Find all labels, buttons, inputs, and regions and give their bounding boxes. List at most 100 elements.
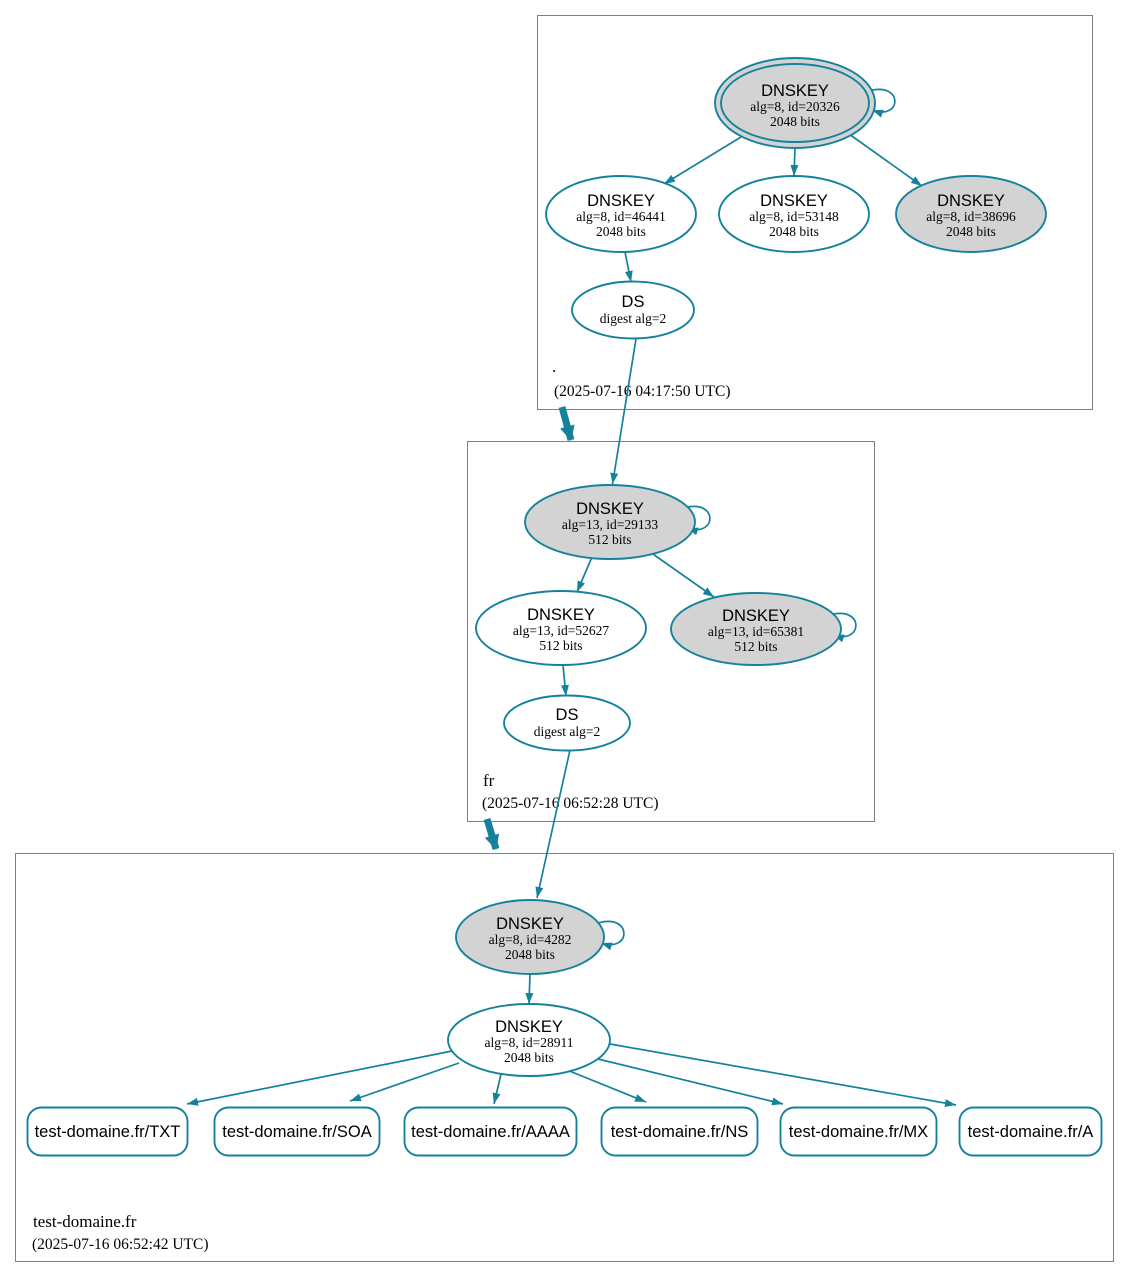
edge-root-ds-to-fr-ksk29133 bbox=[610, 338, 637, 485]
dnskey-zsk-28911-ellipse bbox=[447, 1003, 611, 1077]
node-rrset-aaaa: test-domaine.fr/AAAA bbox=[403, 1106, 578, 1157]
edge-ksk29133-self-sign bbox=[683, 505, 711, 536]
node-detail: alg=13, id=65381 bbox=[708, 624, 804, 639]
edge-zsk28911-to-mx bbox=[597, 1058, 784, 1106]
node-rrset-soa: test-domaine.fr/SOA bbox=[213, 1106, 381, 1157]
rrset-mx-box bbox=[779, 1106, 938, 1157]
node-title: DNSKEY bbox=[937, 192, 1005, 210]
edges-test-zone bbox=[186, 920, 957, 1108]
edge-ksk29133-to-zsk52627 bbox=[576, 556, 593, 593]
node-bits: 512 bits bbox=[734, 639, 777, 654]
node-detail: alg=8, id=28911 bbox=[485, 1035, 574, 1050]
node-bits: 512 bits bbox=[539, 638, 582, 653]
node-bits: 2048 bits bbox=[770, 114, 820, 129]
node-dnskey-28911: DNSKEY alg=8, id=28911 2048 bits bbox=[447, 1003, 611, 1077]
zone-name-root: . bbox=[552, 357, 556, 376]
rrset-aaaa-box bbox=[403, 1106, 578, 1157]
node-detail: alg=8, id=4282 bbox=[489, 932, 572, 947]
edge-fr-ds-to-test-ksk4282 bbox=[535, 749, 571, 899]
edge-zsk46441-to-ds bbox=[624, 251, 633, 283]
edge-ksk65381-self-sign bbox=[829, 612, 857, 643]
dnskey-ksk-4282-ellipse bbox=[455, 899, 605, 975]
zone-timestamp-test-domaine-fr: (2025-07-16 06:52:42 UTC) bbox=[32, 1236, 209, 1253]
node-bits: 2048 bits bbox=[596, 224, 646, 239]
rrset-txt-box bbox=[26, 1106, 189, 1157]
node-detail: alg=8, id=20326 bbox=[750, 99, 840, 114]
node-title: DNSKEY bbox=[495, 1018, 563, 1036]
rrset-label: test-domaine.fr/AAAA bbox=[411, 1123, 570, 1141]
edge-ksk4282-self-sign bbox=[597, 920, 625, 951]
edge-ksk20326-to-zsk53148 bbox=[790, 147, 799, 177]
node-rrset-txt: test-domaine.fr/TXT bbox=[26, 1106, 189, 1157]
node-dnskey-4282: DNSKEY alg=8, id=4282 2048 bits bbox=[455, 899, 605, 975]
node-ds-root: DS digest alg=2 bbox=[571, 280, 695, 340]
rrset-label: test-domaine.fr/SOA bbox=[222, 1123, 371, 1141]
dnskey-zsk-52627-ellipse bbox=[475, 590, 647, 666]
node-rrset-a: test-domaine.fr/A bbox=[958, 1106, 1103, 1157]
node-bits: 2048 bits bbox=[946, 224, 996, 239]
node-detail: digest alg=2 bbox=[534, 724, 600, 739]
node-dnskey-65381: DNSKEY alg=13, id=65381 512 bits bbox=[670, 592, 842, 666]
node-detail: alg=13, id=52627 bbox=[513, 623, 609, 638]
node-title: DS bbox=[556, 706, 579, 724]
edge-delegation-root-to-fr bbox=[558, 406, 575, 441]
edge-ksk4282-to-zsk28911 bbox=[525, 973, 534, 1005]
zone-name-test-domaine-fr: test-domaine.fr bbox=[33, 1212, 137, 1231]
node-bits: 2048 bits bbox=[505, 947, 555, 962]
node-title: DNSKEY bbox=[761, 82, 829, 100]
node-dnskey-52627: DNSKEY alg=13, id=52627 512 bits bbox=[475, 590, 647, 666]
rrset-label: test-domaine.fr/NS bbox=[611, 1123, 749, 1141]
node-dnskey-38696: DNSKEY alg=8, id=38696 2048 bits bbox=[895, 175, 1047, 253]
node-detail: alg=8, id=46441 bbox=[576, 209, 665, 224]
zone-name-fr: fr bbox=[483, 771, 495, 790]
node-detail: alg=13, id=29133 bbox=[562, 517, 658, 532]
node-dnskey-53148: DNSKEY alg=8, id=53148 2048 bits bbox=[718, 175, 870, 253]
node-bits: 2048 bits bbox=[769, 224, 819, 239]
edge-ksk29133-to-ksk65381 bbox=[649, 551, 715, 598]
edge-delegation-fr-to-test bbox=[483, 817, 500, 851]
node-detail: alg=8, id=38696 bbox=[926, 209, 1016, 224]
rrset-label: test-domaine.fr/TXT bbox=[35, 1123, 181, 1141]
node-title: DNSKEY bbox=[760, 192, 828, 210]
dnskey-zsk-46441-ellipse bbox=[545, 175, 697, 253]
node-title: DNSKEY bbox=[722, 607, 790, 625]
node-dnskey-46441: DNSKEY alg=8, id=46441 2048 bits bbox=[545, 175, 697, 253]
zone-timestamp-root: (2025-07-16 04:17:50 UTC) bbox=[554, 383, 731, 400]
ds-fr-ellipse bbox=[503, 694, 631, 752]
node-dnskey-20326: DNSKEY alg=8, id=20326 2048 bits bbox=[714, 57, 876, 149]
ds-root-ellipse bbox=[571, 280, 695, 340]
edges-fr-zone bbox=[483, 505, 857, 899]
dnskey-zsk-53148-ellipse bbox=[718, 175, 870, 253]
zone-timestamp-fr: (2025-07-16 06:52:28 UTC) bbox=[482, 795, 659, 812]
edge-zsk28911-to-txt bbox=[186, 1050, 453, 1106]
edge-zsk28911-to-aaaa bbox=[492, 1073, 502, 1105]
node-detail: alg=8, id=53148 bbox=[749, 209, 839, 224]
dnskey-ksk-29133-ellipse bbox=[524, 484, 696, 560]
dnskey-ksk-20326-inner-ellipse bbox=[720, 63, 870, 143]
edge-ksk20326-self-sign bbox=[868, 88, 896, 118]
zone-label-root: . (2025-07-16 04:17:50 UTC) bbox=[552, 357, 731, 400]
rrset-label: test-domaine.fr/MX bbox=[789, 1123, 928, 1141]
zone-label-test-domaine-fr: test-domaine.fr (2025-07-16 06:52:42 UTC… bbox=[32, 1212, 209, 1253]
rrset-a-box bbox=[958, 1106, 1103, 1157]
node-bits: 2048 bits bbox=[504, 1050, 554, 1065]
dnskey-ksk-65381-ellipse bbox=[670, 592, 842, 666]
node-detail: digest alg=2 bbox=[600, 311, 666, 326]
node-rrset-ns: test-domaine.fr/NS bbox=[600, 1106, 759, 1157]
node-title: DNSKEY bbox=[527, 606, 595, 624]
node-title: DNSKEY bbox=[576, 500, 644, 518]
zone-label-fr: fr (2025-07-16 06:52:28 UTC) bbox=[482, 771, 659, 812]
rrset-label: test-domaine.fr/A bbox=[968, 1123, 1094, 1141]
node-ds-fr: DS digest alg=2 bbox=[503, 694, 631, 752]
edges-root-zone bbox=[558, 88, 923, 485]
rrset-ns-box bbox=[600, 1106, 759, 1157]
dnskey-ksk-38696-ellipse bbox=[895, 175, 1047, 253]
node-bits: 512 bits bbox=[588, 532, 631, 547]
node-title: DNSKEY bbox=[496, 915, 564, 933]
node-title: DS bbox=[622, 293, 645, 311]
node-title: DNSKEY bbox=[587, 192, 655, 210]
edge-zsk28911-to-soa bbox=[349, 1062, 460, 1102]
edge-zsk28911-to-a bbox=[609, 1043, 957, 1108]
rrset-soa-box bbox=[213, 1106, 381, 1157]
